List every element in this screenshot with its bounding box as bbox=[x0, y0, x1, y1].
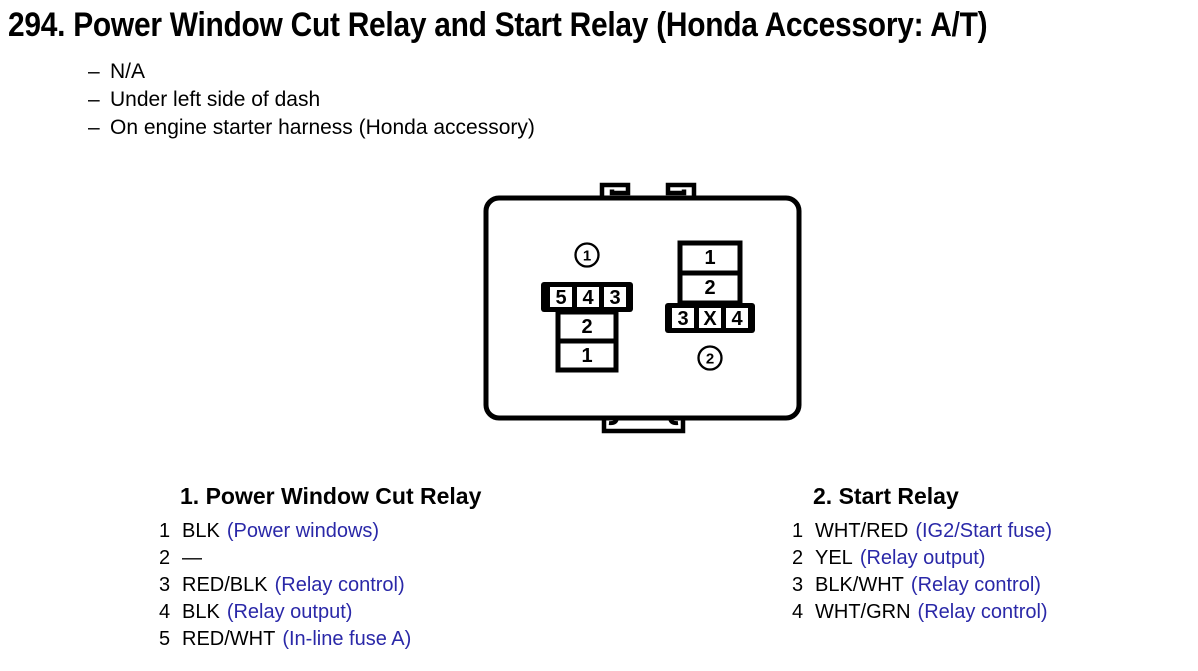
connector2-pin4-label: 4 bbox=[731, 308, 743, 330]
connector1-pin3-cell bbox=[604, 287, 626, 307]
connector2-pin3-cell bbox=[672, 308, 694, 328]
wire-function: (Relay control) bbox=[917, 601, 1048, 623]
pin-number: 1 bbox=[159, 520, 171, 542]
wire-function: (Relay control) bbox=[910, 574, 1041, 596]
connector1-pin3-label: 3 bbox=[609, 287, 620, 309]
bullet-dash: – bbox=[88, 60, 100, 83]
connector1-pin5-label: 5 bbox=[555, 287, 566, 309]
connector2-callout-label: 2 bbox=[706, 351, 714, 368]
wire-function: (Relay output) bbox=[859, 547, 986, 569]
bottom-notch bbox=[601, 416, 686, 434]
top-tab-left bbox=[599, 182, 631, 197]
connector2-pinX-cell bbox=[699, 308, 721, 328]
connector2-pin4-cell bbox=[726, 308, 748, 328]
note-text: On engine starter harness (Honda accesso… bbox=[110, 116, 535, 139]
pin-number: 3 bbox=[159, 574, 171, 596]
relay-box-outline bbox=[483, 195, 802, 421]
wire-color: BLK bbox=[182, 520, 220, 542]
wire-function: (Relay output) bbox=[226, 601, 353, 623]
wire-color: YEL bbox=[815, 547, 853, 569]
wire-color: WHT/GRN bbox=[815, 601, 911, 623]
connector1-pin4-label: 4 bbox=[582, 287, 594, 309]
wire-function: (Relay control) bbox=[274, 574, 405, 596]
connector2-pin3-label: 3 bbox=[677, 308, 688, 330]
wire-color: — bbox=[182, 547, 202, 569]
bottom-notch-hook-right bbox=[668, 416, 679, 426]
pin-number: 1 bbox=[792, 520, 804, 542]
relay-diagram: 1 5 4 3 2 1 1 2 3 bbox=[483, 182, 802, 434]
wire-function: (IG2/Start fuse) bbox=[915, 520, 1053, 542]
connector1-pin1-cell bbox=[555, 338, 619, 373]
wire-function: (Power windows) bbox=[226, 520, 380, 542]
legend-row: 3 RED/BLK (Relay control) bbox=[159, 572, 411, 599]
legend-row: 3 BLK/WHT (Relay control) bbox=[792, 572, 1052, 599]
note-text: N/A bbox=[110, 60, 146, 83]
note-text: Under left side of dash bbox=[110, 88, 321, 111]
bullet-dash: – bbox=[88, 116, 100, 139]
legend1-heading: 1. Power Window Cut Relay bbox=[180, 483, 482, 509]
page-title: 294. Power Window Cut Relay and Start Re… bbox=[8, 6, 988, 44]
legend-row: 2 YEL (Relay output) bbox=[792, 545, 1052, 572]
pin-number: 2 bbox=[159, 547, 171, 569]
wire-color: RED/WHT bbox=[182, 628, 276, 650]
bottom-notch-hook-left bbox=[608, 416, 619, 426]
wire-color: BLK/WHT bbox=[815, 574, 904, 596]
connector2-pin1-label: 1 bbox=[704, 247, 715, 269]
connector1-callout-label: 1 bbox=[583, 248, 591, 265]
wire-color: BLK bbox=[182, 601, 220, 623]
note-line: –N/A bbox=[88, 58, 535, 86]
top-tab-right bbox=[665, 182, 697, 197]
connector2-pinX-label: X bbox=[703, 308, 717, 330]
legend2-heading: 2. Start Relay bbox=[813, 483, 959, 509]
connector1-pin1-label: 1 bbox=[581, 345, 592, 367]
legend-row: 4 BLK (Relay output) bbox=[159, 599, 411, 626]
legend-row: 1 WHT/RED (IG2/Start fuse) bbox=[792, 518, 1052, 545]
note-line: –Under left side of dash bbox=[88, 86, 535, 114]
pin-number: 4 bbox=[159, 601, 171, 623]
note-line: –On engine starter harness (Honda access… bbox=[88, 114, 535, 142]
pin-number: 3 bbox=[792, 574, 804, 596]
connector2-pin1-cell bbox=[677, 240, 743, 276]
connector1-pin2-label: 2 bbox=[581, 316, 592, 338]
wire-color: RED/BLK bbox=[182, 574, 268, 596]
connector1-pin5-cell bbox=[550, 287, 572, 307]
pin-number: 4 bbox=[792, 601, 804, 623]
pin-number: 5 bbox=[159, 628, 171, 650]
connector2: 1 2 3 X 4 2 bbox=[665, 240, 755, 371]
location-notes: –N/A –Under left side of dash –On engine… bbox=[88, 58, 535, 142]
connector2-pin2-label: 2 bbox=[704, 277, 715, 299]
legend-row: 5 RED/WHT (In-line fuse A) bbox=[159, 626, 411, 653]
legend-row: 2— bbox=[159, 545, 411, 572]
connector1-callout-circle bbox=[574, 242, 600, 268]
wire-color: WHT/RED bbox=[815, 520, 909, 542]
connector1: 1 5 4 3 2 1 bbox=[541, 242, 633, 373]
legend2-rows: 1 WHT/RED (IG2/Start fuse) 2 YEL (Relay outp… bbox=[792, 518, 1052, 626]
legend-row: 1 BLK (Power windows) bbox=[159, 518, 411, 545]
connector2-callout-circle bbox=[697, 345, 723, 371]
legend-row: 4 WHT/GRN (Relay control) bbox=[792, 599, 1052, 626]
connector1-pin4-cell bbox=[577, 287, 599, 307]
pin-number: 2 bbox=[792, 547, 804, 569]
bullet-dash: – bbox=[88, 88, 100, 111]
wire-function: (In-line fuse A) bbox=[282, 628, 412, 650]
